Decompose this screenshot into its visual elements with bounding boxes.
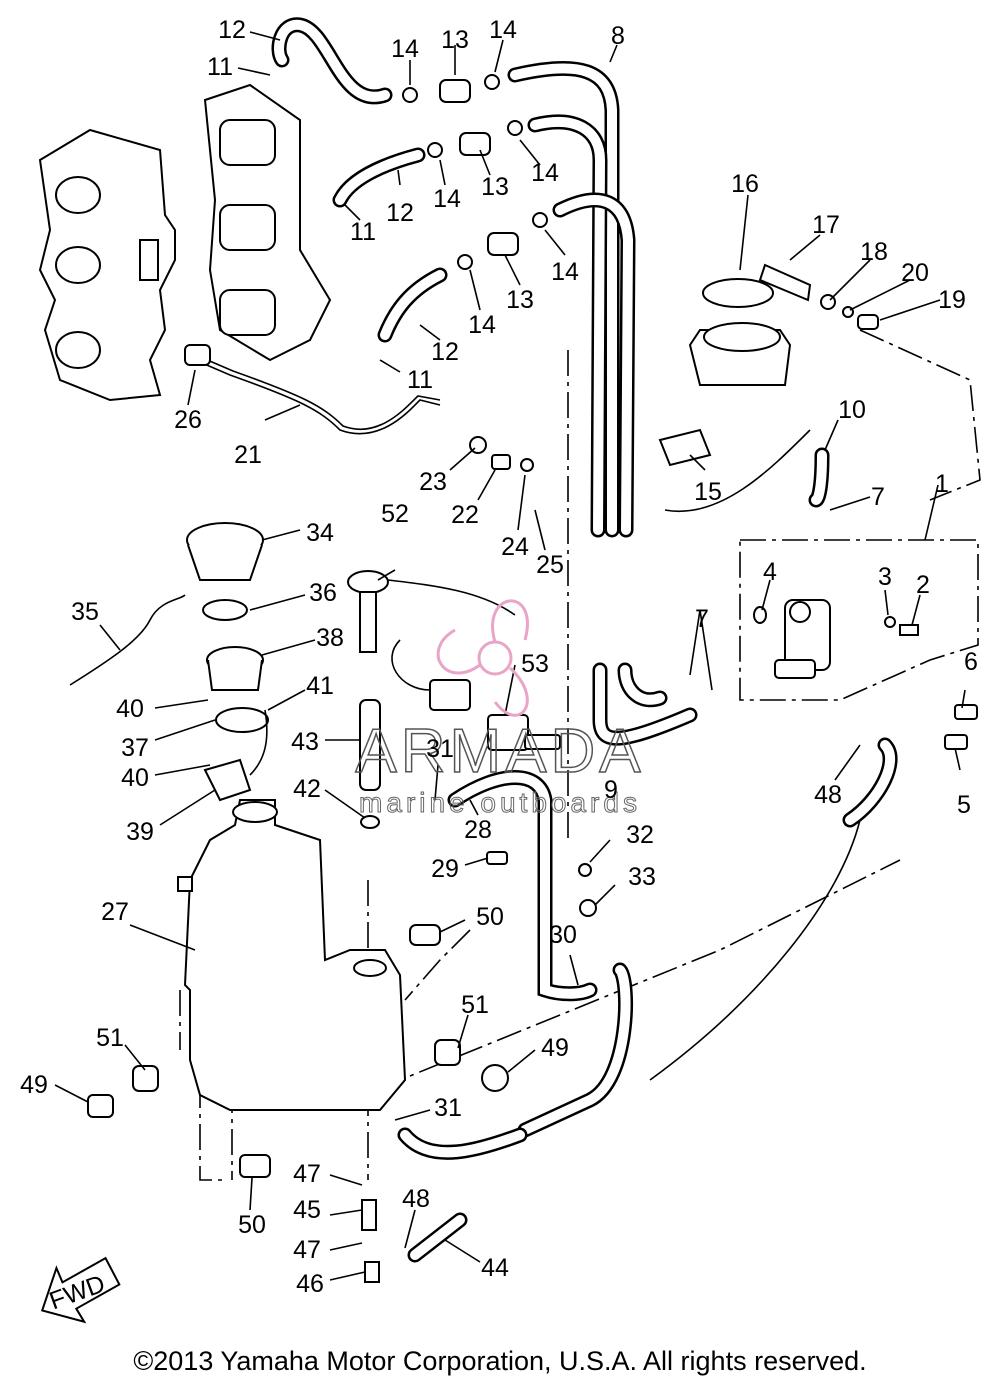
callout-label: 4 [763,558,777,586]
callout-label: 12 [431,338,459,366]
callout-label: 43 [291,728,319,756]
callout-label: 30 [549,921,577,949]
callout-label: 11 [350,218,376,246]
callout-label: 51 [96,1024,124,1052]
callout-label: 38 [316,624,344,652]
oil-tank [177,799,407,1111]
callout-label: 10 [838,396,866,424]
leader-lines [54,31,966,1281]
callout-label: 20 [901,259,929,287]
callout-label: 31 [434,1094,462,1122]
callout-label: 9 [604,776,618,804]
pipe-21 [184,344,534,472]
callout-label: 52 [381,500,409,528]
callout-label: 33 [628,863,656,891]
callout-label: 17 [812,211,840,239]
callout-label: 23 [419,468,447,496]
callout-label: 45 [293,1196,321,1224]
callout-label: 46 [296,1270,324,1298]
callout-label: 39 [126,818,154,846]
callout-label: 19 [938,286,966,314]
callout-label: 8 [611,22,625,50]
intake-manifold [203,83,332,362]
callout-label: 14 [551,258,579,286]
callout-label: 47 [293,1160,321,1188]
callout-label: 40 [116,695,144,723]
callout-label: 47 [293,1236,321,1264]
callout-label: 24 [501,533,529,561]
callout-label: 49 [541,1034,569,1062]
callout-label: 14 [468,311,496,339]
callout-label: 13 [506,286,534,314]
hoses-upper [271,17,698,746]
callout-label: 35 [71,598,99,626]
callout-label: 14 [433,185,461,213]
oil-pump-assembly [753,599,978,750]
callout-label: 42 [293,775,321,803]
callout-label: 36 [309,579,337,607]
callout-label: 40 [121,764,149,792]
copyright-notice: ©2013 Yamaha Motor Corporation, U.S.A. A… [133,1346,867,1376]
callout-label: 53 [521,650,549,678]
callout-label: 2 [916,571,930,599]
callout-label: 12 [386,199,414,227]
watermark-brand: ARMADA [355,717,644,786]
callout-label: 21 [234,441,262,469]
callout-label: 49 [20,1071,48,1099]
callout-label: 14 [489,16,517,44]
callout-label: 27 [101,898,129,926]
fwd-arrow: FWD [40,1256,121,1324]
callout-label: 16 [731,170,759,198]
callout-label: 50 [476,903,504,931]
callout-label: 7 [695,605,709,633]
callout-label: 14 [531,159,559,187]
callout-label: 13 [481,173,509,201]
callout-label: 5 [957,791,971,819]
callout-label: 37 [121,734,149,762]
callout-label: 14 [391,35,419,63]
callout-label: 51 [461,991,489,1019]
callout-label: 11 [207,53,233,81]
check-valves [402,74,548,270]
callout-label: 13 [441,26,469,54]
callout-label: 48 [814,781,842,809]
callout-label: 26 [174,406,202,434]
watermark-tagline: marine outboards [359,787,641,818]
callout-label: 48 [402,1185,430,1213]
callout-label: 15 [694,478,722,506]
callout-label: 32 [626,821,654,849]
filler-cap-parts [69,522,269,802]
hoses-lower [397,429,898,1263]
callout-label: 41 [306,672,334,700]
callout-label: 3 [878,563,892,591]
misc-small-parts [87,851,597,1283]
callout-label: 25 [536,551,564,579]
callout-label: 34 [306,519,334,547]
armada-watermark: ARMADA marine outboards [355,599,644,819]
callout-label: 11 [407,366,433,394]
callout-label: 31 [426,735,454,763]
oil-level-sensor [347,570,561,829]
callout-label: 29 [431,855,459,883]
callout-label: 28 [464,816,492,844]
propeller-logo [436,599,529,717]
callout-label: 1 [935,470,949,498]
callout-label: 18 [860,238,888,266]
drive-gear-parts [658,263,879,467]
callout-labels: 1 2 3 4 5 6 7 7 8 9 10 11 11 11 12 12 12… [20,16,978,1298]
engine-block [38,128,176,402]
callout-label: 44 [481,1254,509,1282]
callout-label: 22 [451,501,479,529]
callout-label: 6 [964,648,978,676]
callout-label: 12 [218,16,246,44]
callout-label: 50 [238,1211,266,1239]
callout-label: 7 [871,483,885,511]
